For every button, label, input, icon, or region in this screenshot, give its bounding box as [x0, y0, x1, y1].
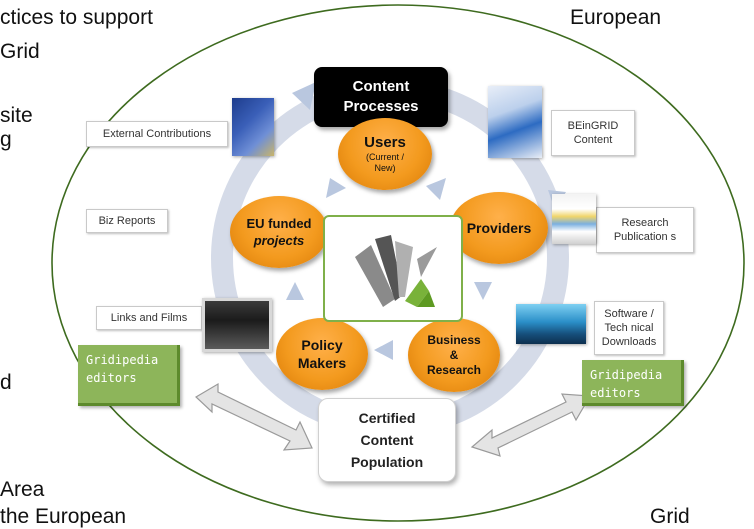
business-line2: &: [449, 347, 459, 362]
befingrid-content-label: BEinGRID Content: [551, 110, 635, 156]
background-text-line6: Area: [0, 478, 45, 501]
content-processes-box: Content Processes: [314, 67, 448, 127]
editors-left-line1: Gridipedia: [86, 353, 159, 367]
editors-right-line1: Gridipedia: [590, 368, 663, 382]
befingrid-line2: Content: [573, 134, 613, 146]
editors-left-line2: editors: [86, 371, 137, 385]
eu-title-line1: EU funded: [246, 216, 312, 231]
certified-line2: Content: [360, 432, 414, 448]
befingrid-line1: BEinGRID: [567, 120, 619, 132]
software-line1: Software /: [604, 308, 654, 320]
content-processes-line2: Processes: [343, 98, 419, 115]
certified-line3: Population: [350, 454, 424, 470]
users-sub1: (Current /: [365, 152, 404, 162]
external-contributions-thumbnail: [232, 98, 274, 156]
editors-right-line2: editors: [590, 386, 641, 400]
research-line2: Publication s: [613, 231, 677, 243]
providers-title: Providers: [466, 220, 532, 236]
providers-node: Providers: [450, 192, 548, 264]
background-text-line4: g: [0, 128, 12, 151]
ring-arrow-business-policy: [374, 340, 393, 360]
background-text-line1-right: European: [570, 6, 662, 29]
ring-arrow-users-eu: [326, 178, 346, 198]
gridipedia-editors-right: Gridipedia editors: [582, 360, 684, 406]
software-line3: Downloads: [601, 336, 657, 348]
links-and-films-label: Links and Films: [96, 306, 202, 330]
outer-oval-outline: [51, 4, 745, 522]
research-publications-thumbnail: [552, 194, 596, 244]
policy-line1: Policy: [301, 337, 343, 353]
policy-line2: Makers: [297, 355, 347, 371]
biz-reports-label: Biz Reports: [86, 209, 168, 233]
certified-line1: Certified: [358, 410, 416, 426]
business-line3: Research: [426, 362, 482, 377]
eu-funded-node: EU funded projects: [230, 196, 328, 268]
editor-arrows: [195, 382, 592, 457]
certified-content-box: Certified Content Population: [318, 398, 456, 482]
gridipedia-logo-box: [323, 215, 463, 322]
background-text-line2: Grid: [0, 40, 40, 63]
eu-title-line2: projects: [253, 233, 305, 248]
background-text-line7-right: Grid: [650, 505, 690, 528]
software-thumbnail: [516, 304, 586, 344]
business-research-node: Business & Research: [408, 318, 500, 392]
left-double-arrow: [195, 382, 313, 451]
links-films-thumbnail: [202, 298, 272, 352]
software-line2: Tech nical: [604, 322, 654, 334]
content-processes-line1: Content: [352, 78, 410, 95]
research-line1: Research: [621, 217, 669, 229]
policy-makers-node: Policy Makers: [276, 318, 368, 390]
background-text-line5: d: [0, 371, 12, 394]
research-publications-label: Research Publication s: [596, 207, 694, 253]
software-downloads-label: Software / Tech nical Downloads: [594, 301, 664, 355]
external-contributions-label: External Contributions: [86, 121, 228, 147]
befingrid-thumbnail: [488, 86, 542, 158]
ring-arrow-providers-business: [474, 282, 492, 300]
ring-arrow-top-left: [292, 82, 316, 110]
users-sub2: New): [374, 163, 396, 173]
gridipedia-logo-icon: [355, 235, 437, 307]
ring-arrow-policy-eu: [286, 282, 304, 300]
background-text-line1: ctices to support: [0, 6, 153, 29]
gridipedia-editors-left: Gridipedia editors: [78, 345, 180, 406]
business-line1: Business: [427, 332, 481, 347]
users-title: Users: [364, 134, 406, 151]
users-node: Users (Current / New): [338, 118, 432, 190]
background-text-line3: site: [0, 104, 33, 127]
background-text-line7: the European: [0, 505, 127, 528]
ring-arrow-users-providers: [426, 178, 446, 200]
